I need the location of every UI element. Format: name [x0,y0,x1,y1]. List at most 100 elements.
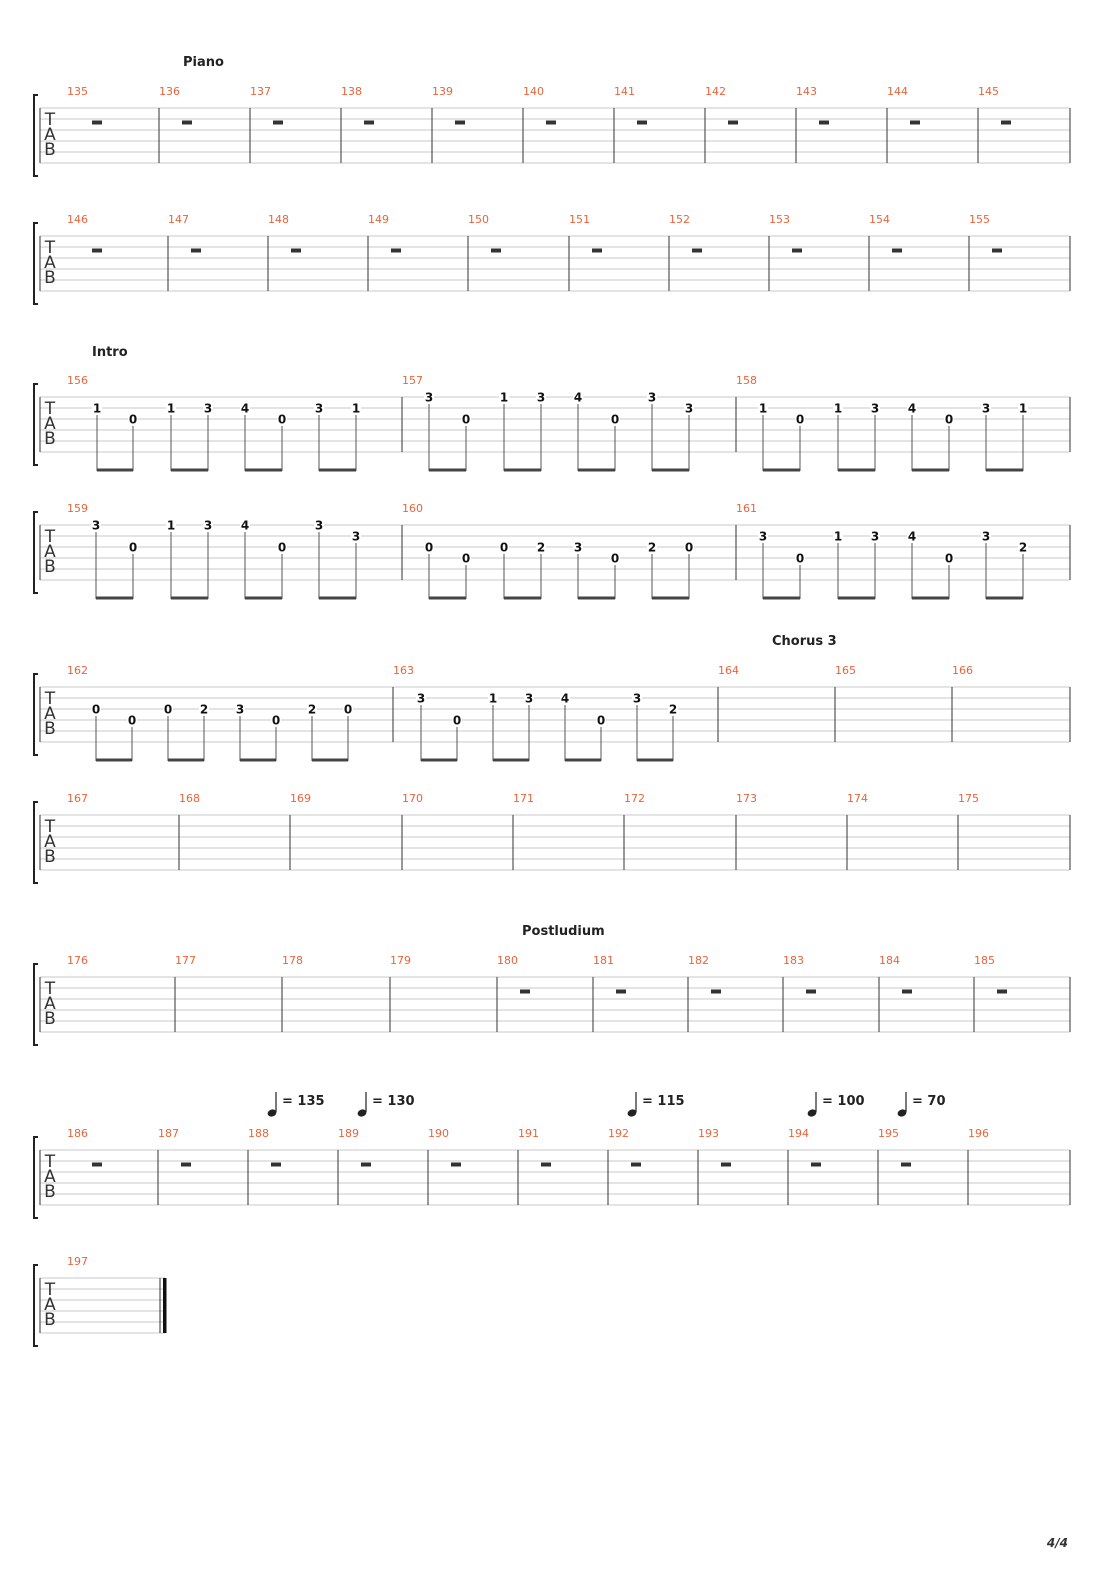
fret-number: 1 [759,402,767,416]
eighth-beam [652,468,689,472]
fret-number: 0 [796,552,804,566]
fret-number: 0 [453,714,461,728]
fret-number: 3 [685,402,693,416]
fret-mask [981,530,991,542]
tab-clef-letter: T [44,399,56,419]
tab-clef-letter: A [44,125,56,145]
fret-mask [573,391,583,403]
measure-number: 193 [698,1127,719,1140]
fret-mask [499,391,509,403]
whole-rest [692,248,702,253]
fret-number: 3 [204,402,212,416]
system-bracket [33,222,38,305]
whole-rest [819,120,829,125]
fret-number: 1 [167,402,175,416]
fret-mask [610,552,620,564]
section-label-intro: Intro [92,345,128,360]
tab-clef-letter: T [44,238,56,258]
whole-rest [92,120,102,125]
whole-rest [1001,120,1011,125]
system-bracket [33,1264,38,1347]
fret-number: 0 [611,413,619,427]
measure-number: 149 [368,213,389,226]
fret-number: 3 [315,519,323,533]
whole-rest [997,989,1007,994]
fret-mask [166,519,176,531]
system-bracket [33,94,38,177]
fret-mask [314,402,324,414]
fret-mask [536,391,546,403]
fret-mask [536,541,546,553]
fret-number: 3 [315,402,323,416]
fret-mask [610,413,620,425]
fret-mask [424,391,434,403]
fret-mask [647,391,657,403]
fret-mask [668,703,678,715]
fret-number: 4 [241,402,249,416]
eighth-beam [912,468,949,472]
eighth-beam [97,468,133,472]
fret-number: 0 [500,541,508,555]
whole-rest [892,248,902,253]
fret-number: 3 [871,530,879,544]
fret-mask [277,413,287,425]
measure-number: 164 [718,664,739,677]
tab-clef-letter: A [44,832,56,852]
measure-number: 135 [67,85,88,98]
measure-number: 170 [402,792,423,805]
fret-number: 0 [597,714,605,728]
fret-number: 0 [129,413,137,427]
final-barline [163,1278,167,1333]
measure-number: 182 [688,954,709,967]
whole-rest [92,248,102,253]
measure-number: 174 [847,792,868,805]
fret-mask [944,413,954,425]
measure-number: 143 [796,85,817,98]
tab-clef-letter: T [44,979,56,999]
measure-number: 144 [887,85,908,98]
measure-number: 147 [168,213,189,226]
fret-number: 2 [648,541,656,555]
fret-mask [203,519,213,531]
fret-number: 3 [236,703,244,717]
tab-clef-letter: B [44,1310,56,1330]
measure-number: 163 [393,664,414,677]
eighth-beam [504,468,541,472]
quarter-note-icon [267,1109,277,1117]
measure-number: 189 [338,1127,359,1140]
tempo-mark: = 70 [912,1094,946,1109]
fret-number: 3 [525,692,533,706]
measure-number: 168 [179,792,200,805]
eighth-beam [319,596,356,600]
eighth-beam [986,468,1023,472]
fret-number: 3 [92,519,100,533]
quarter-note-icon [357,1109,367,1117]
whole-rest [721,1162,731,1167]
measure-number: 142 [705,85,726,98]
whole-rest [182,120,192,125]
whole-rest [592,248,602,253]
eighth-beam [245,596,282,600]
measure-number: 179 [390,954,411,967]
measure-number: 154 [869,213,890,226]
whole-rest [391,248,401,253]
fret-number: 3 [982,402,990,416]
measure-number: 184 [879,954,900,967]
fret-mask [488,692,498,704]
eighth-beam [504,596,541,600]
tab-clef-letter: B [44,268,56,288]
eighth-beam [96,758,132,762]
fret-mask [461,413,471,425]
section-label-postludium: Postludium [522,924,605,939]
tab-clef-letter: T [44,689,56,709]
tab-clef-letter: A [44,414,56,434]
measure-number: 140 [523,85,544,98]
fret-number: 0 [272,714,280,728]
fret-mask [758,402,768,414]
whole-rest [364,120,374,125]
fret-number: 0 [425,541,433,555]
measure-number: 175 [958,792,979,805]
eighth-beam [578,468,615,472]
fret-mask [199,703,209,715]
